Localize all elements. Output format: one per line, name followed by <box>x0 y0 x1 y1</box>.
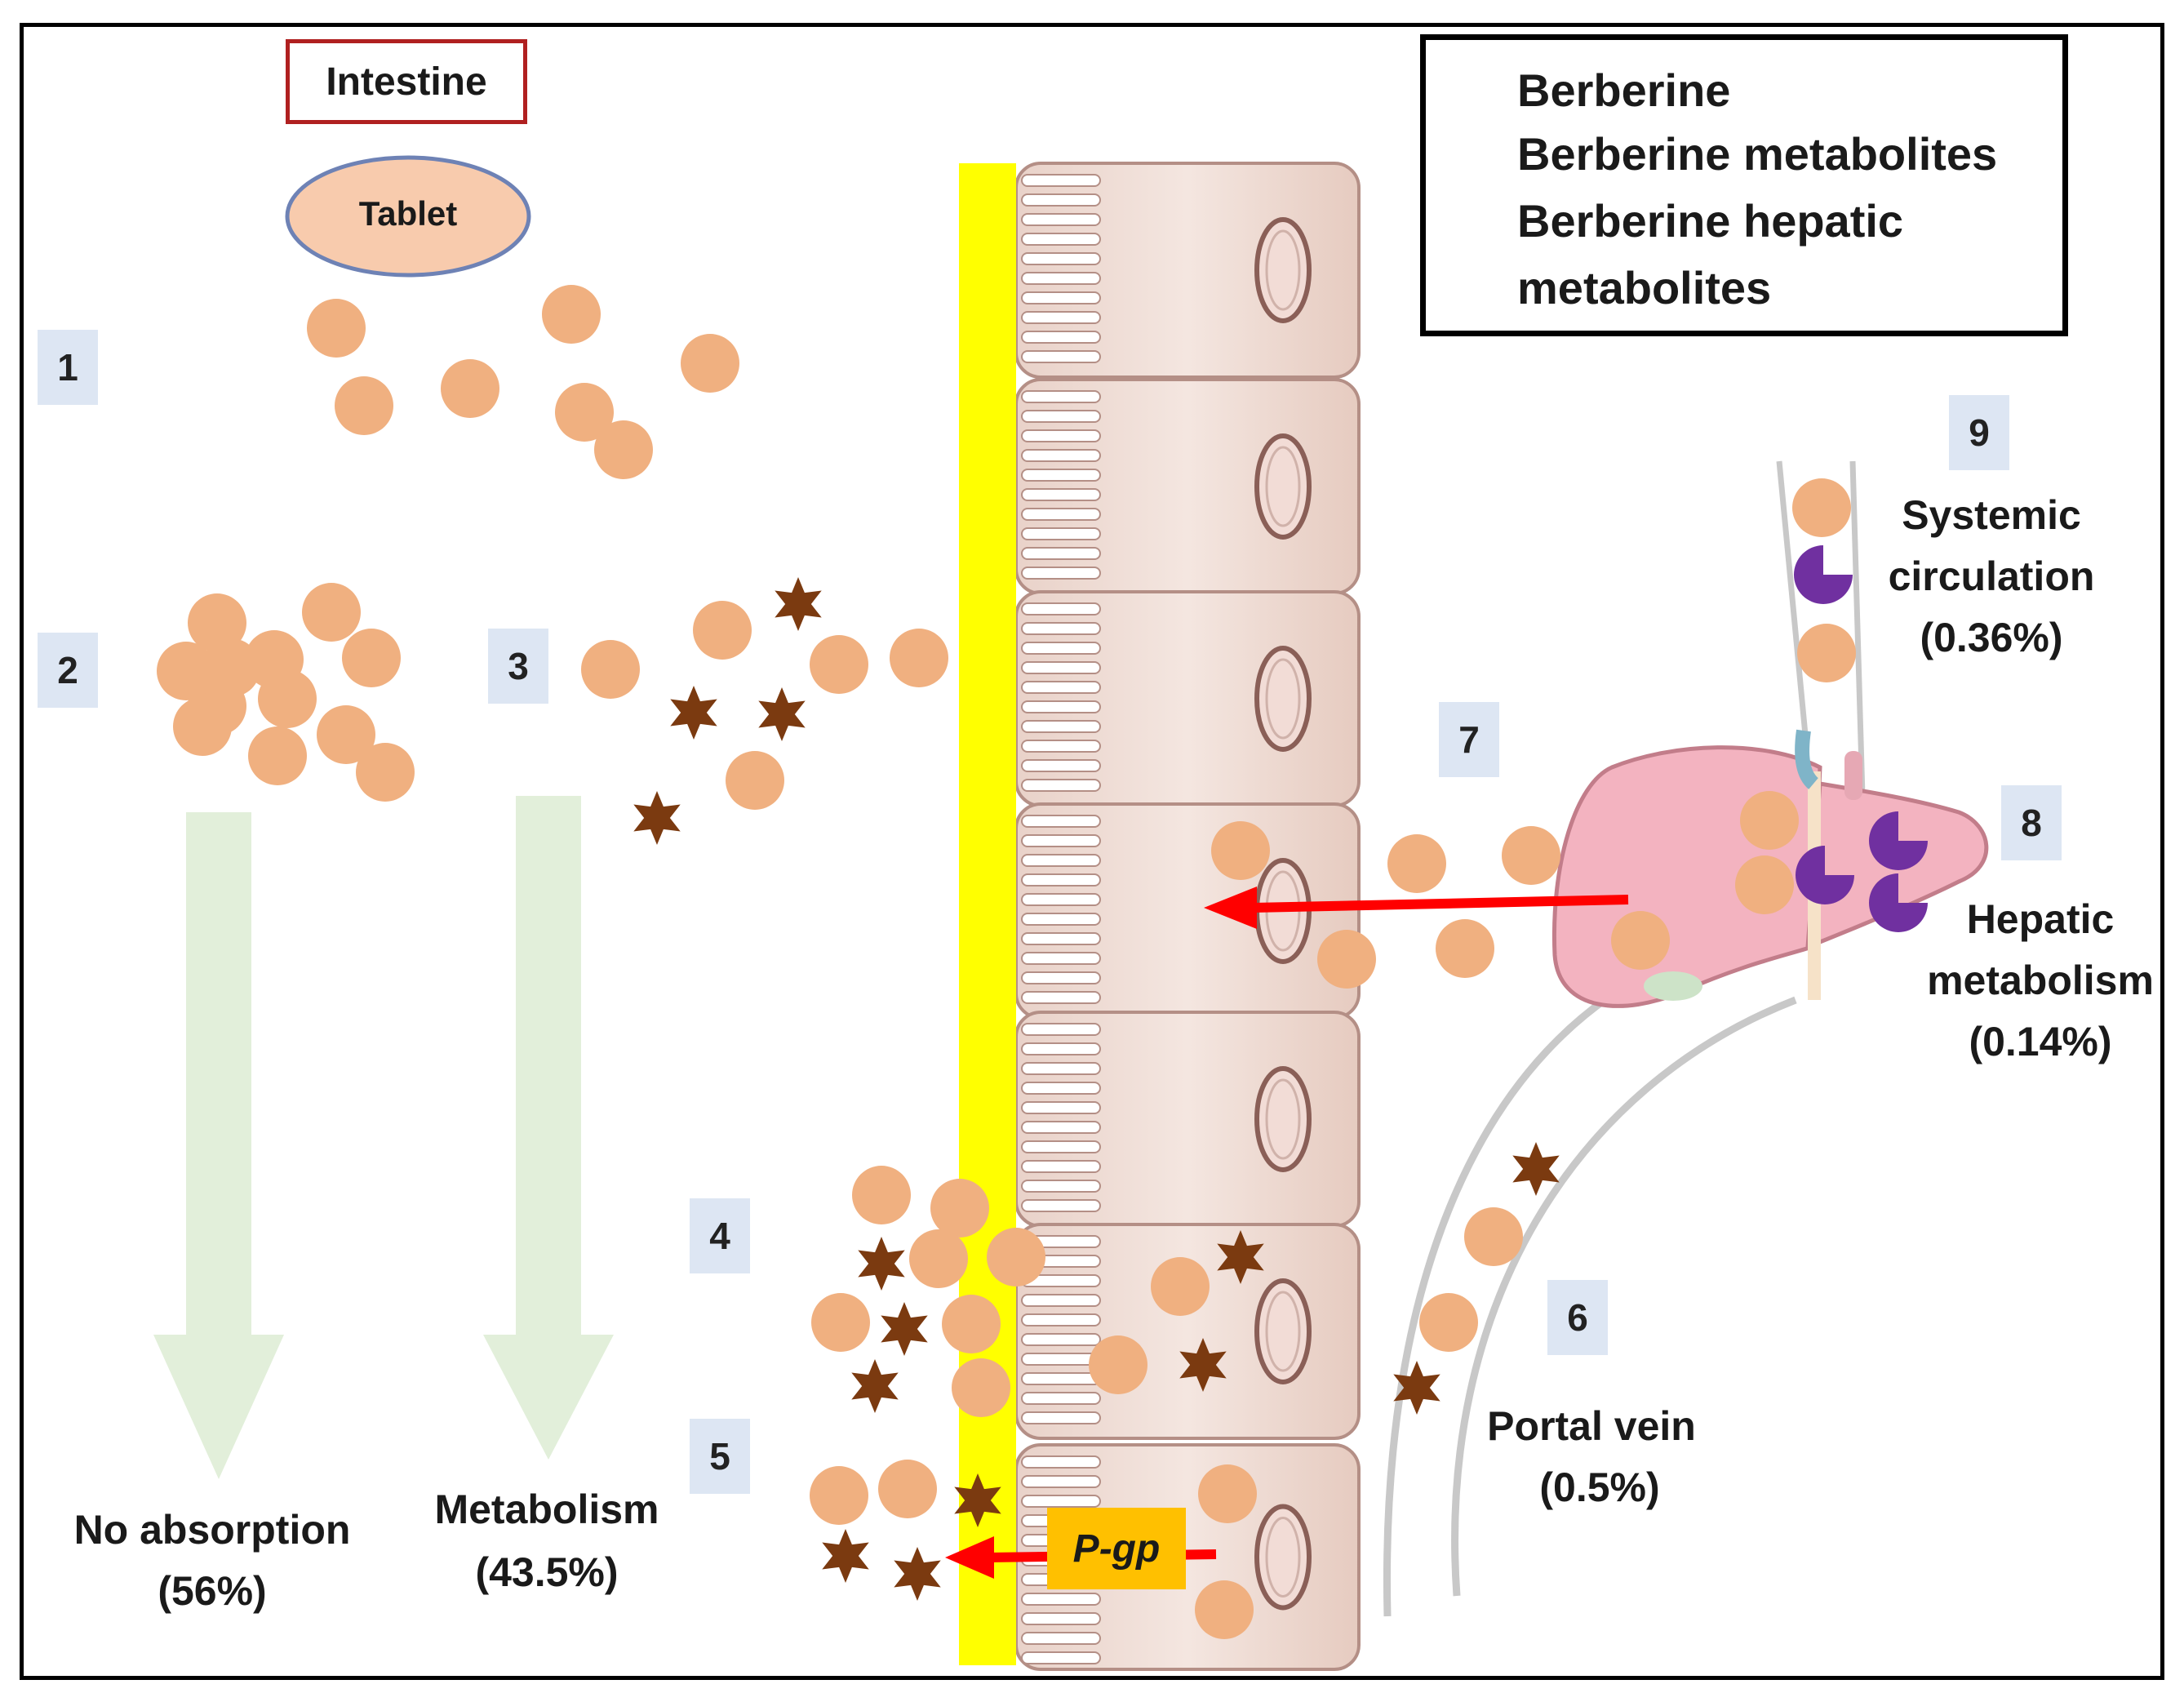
tablet-label: Tablet <box>358 194 458 233</box>
berberine-particle <box>173 697 232 756</box>
berberine-particle <box>1195 1580 1254 1639</box>
berberine-particle <box>1317 930 1376 989</box>
figure-frame <box>20 23 2164 1680</box>
berberine-particle <box>342 629 401 687</box>
hepatic-label-2: metabolism <box>1927 958 2154 1003</box>
berberine-particle <box>248 727 307 785</box>
no-absorption-label: No absorption <box>73 1507 351 1553</box>
legend: Berberine Berberine metabolites Berberin… <box>1420 34 2068 336</box>
step-4: 4 <box>690 1198 750 1273</box>
metabolism-percent: (43.5%) <box>475 1549 619 1595</box>
berberine-particle <box>1211 821 1270 880</box>
berberine-particle <box>441 359 499 418</box>
berberine-particle <box>952 1358 1010 1417</box>
berberine-particle <box>693 601 752 660</box>
step-2: 2 <box>38 633 98 708</box>
particles <box>157 285 1928 1639</box>
step-3: 3 <box>488 629 548 704</box>
systemic-label-2: circulation <box>1888 553 2095 599</box>
berberine-particle <box>258 669 317 728</box>
portal-vein-label: Portal vein <box>1487 1403 1696 1449</box>
step-6: 6 <box>1547 1280 1608 1355</box>
legend-hepatic-label-2: metabolites <box>1517 262 1772 313</box>
pgp-label: P-gp <box>1047 1508 1186 1589</box>
liver-to-cell-arrow <box>1204 887 1629 929</box>
berberine-particle <box>202 638 260 697</box>
berberine-particle <box>1387 834 1446 893</box>
berberine-particle <box>1198 1464 1257 1523</box>
berberine-particle <box>1464 1207 1523 1266</box>
berberine-particle <box>811 1293 870 1352</box>
hepatic-percent: (0.14%) <box>1969 1019 2112 1064</box>
berberine-particle <box>681 334 739 393</box>
berberine-particle <box>581 640 640 699</box>
systemic-vessel <box>1776 460 1866 797</box>
berberine-particle <box>157 642 215 700</box>
no-absorption-percent: (56%) <box>158 1568 267 1614</box>
epithelial-cell <box>1014 162 1361 379</box>
berberine-particle <box>307 299 366 358</box>
metabolism-flow-arrow <box>483 796 614 1460</box>
portal-vein <box>1383 959 1797 1617</box>
legend-hepatic-label-1: Berberine hepatic <box>1517 195 1904 247</box>
hepatic-label-1: Hepatic <box>1966 896 2115 942</box>
berberine-particle <box>726 751 784 810</box>
berberine-particle <box>542 285 601 344</box>
berberine-particle <box>1089 1335 1147 1394</box>
portal-vein-percent: (0.5%) <box>1539 1464 1660 1510</box>
berberine-particle <box>1611 911 1670 970</box>
berberine-particle <box>930 1179 989 1238</box>
systemic-percent: (0.36%) <box>1920 615 2063 660</box>
berberine-particle <box>594 420 653 479</box>
berberine-particle <box>356 743 415 802</box>
berberine-particle <box>909 1229 968 1288</box>
step-5: 5 <box>690 1419 750 1494</box>
berberine-particle <box>878 1460 937 1518</box>
berberine-particle <box>1436 919 1494 978</box>
berberine-particle <box>335 376 393 435</box>
berberine-particle <box>1502 826 1560 885</box>
epithelial-cell <box>1014 802 1361 1020</box>
tablet-shape <box>285 155 531 278</box>
berberine-particle <box>852 1166 911 1224</box>
step-9: 9 <box>1949 395 2009 470</box>
step-8: 8 <box>2001 785 2062 860</box>
berberine-particle <box>810 1466 868 1525</box>
epithelial-cell <box>1014 378 1361 595</box>
berberine-particle <box>1419 1293 1478 1352</box>
intestine-label: Intestine <box>286 39 527 124</box>
berberine-particle <box>942 1295 1001 1353</box>
systemic-label-1: Systemic <box>1902 492 2081 538</box>
no-absorption-flow-arrow <box>153 812 284 1479</box>
berberine-particle <box>1740 791 1799 850</box>
berberine-particle <box>317 705 375 764</box>
metabolism-label: Metabolism <box>434 1486 659 1532</box>
berberine-particle <box>1151 1257 1210 1316</box>
legend-metabolites-label: Berberine metabolites <box>1517 128 1998 180</box>
berberine-particle <box>1735 855 1794 914</box>
berberine-particle <box>987 1228 1045 1286</box>
berberine-particle <box>555 383 614 442</box>
berberine-particle <box>890 629 948 687</box>
berberine-particle <box>302 583 361 642</box>
step-1: 1 <box>38 330 98 405</box>
berberine-particle <box>810 635 868 694</box>
berberine-particle <box>188 593 246 652</box>
berberine-particle <box>1792 478 1851 537</box>
step-7: 7 <box>1439 702 1499 777</box>
berberine-particle <box>1797 624 1856 682</box>
legend-berberine-label: Berberine <box>1517 64 1731 116</box>
